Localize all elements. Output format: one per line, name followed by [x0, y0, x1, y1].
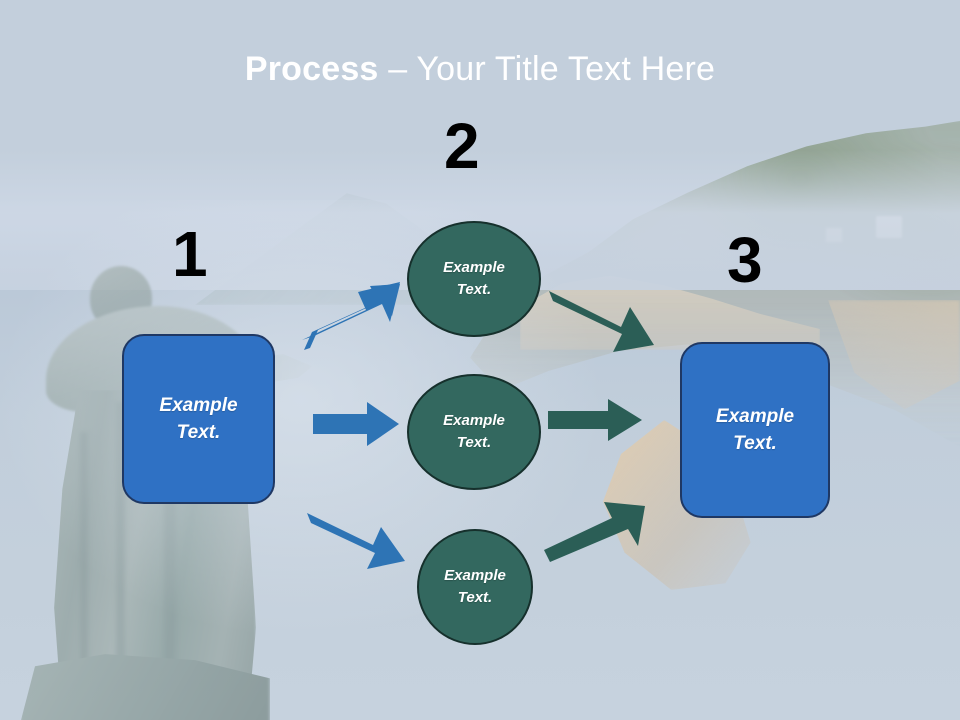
process-circle-top-line2: Text. [456, 281, 492, 298]
arrow-green-down-right[interactable] [547, 285, 657, 361]
process-box-3[interactable]: Example Text. [680, 342, 830, 518]
process-circle-bottom[interactable]: Example Text. [417, 529, 533, 645]
title-bold-part: Process [244, 50, 389, 88]
step-number-1: 1 [172, 218, 208, 290]
process-circle-bottom-label: Example Text. [444, 565, 506, 609]
step-number-2: 2 [444, 110, 480, 182]
process-circle-bottom-line2: Text. [457, 589, 493, 606]
process-circle-top-label: Example Text. [443, 257, 505, 301]
process-box-3-label: Example Text. [716, 403, 794, 457]
process-circle-middle-label: Example Text. [443, 410, 505, 454]
process-circle-middle[interactable]: Example Text. [407, 374, 541, 490]
arrow-green-right[interactable] [548, 398, 642, 442]
title-normal-part: – Your Title Text Here [388, 50, 716, 88]
arrow-blue-up-right[interactable] [300, 278, 404, 356]
slide-title: Process – Your Title Text Here [0, 48, 960, 90]
arrow-green-up-right[interactable] [542, 500, 652, 564]
process-box-1-label: Example Text. [159, 392, 237, 446]
process-box-1-line1: Example [159, 395, 238, 416]
process-circle-bottom-line1: Example [444, 567, 506, 584]
process-circle-middle-line1: Example [443, 412, 505, 429]
process-box-1[interactable]: Example Text. [122, 334, 275, 504]
process-box-3-line2: Text. [733, 433, 777, 454]
arrow-blue-right[interactable] [313, 401, 399, 447]
process-circle-top-line1: Example [443, 259, 505, 276]
process-box-3-line1: Example [715, 406, 795, 427]
process-circle-middle-line2: Text. [456, 434, 492, 451]
process-circle-top[interactable]: Example Text. [407, 221, 541, 337]
step-number-3: 3 [727, 224, 763, 296]
arrow-blue-down-right[interactable] [305, 509, 410, 581]
process-box-1-line2: Text. [176, 422, 221, 443]
